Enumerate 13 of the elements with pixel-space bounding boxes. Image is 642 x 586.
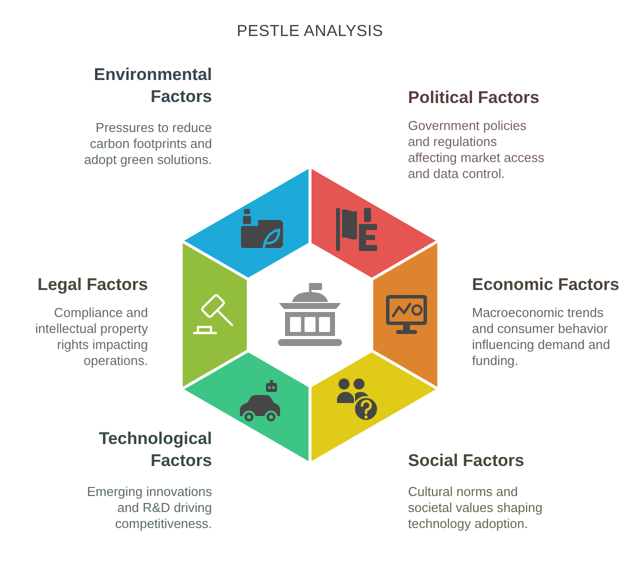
title: PESTLE ANALYSIS [236, 22, 384, 42]
factor-heading: Economic Factors [472, 274, 620, 296]
factor-description: Macroeconomic trends and consumer behavior influencing demand and funding. [472, 305, 612, 369]
factor-description: Cultural norms and societal values shaping technology adoption. [408, 484, 544, 532]
factor-description: Pressures to reduce carbon footprints and adopt green solutions. [83, 120, 212, 168]
factor-heading: Environmental Factors [92, 64, 212, 108]
factor-heading: Technological Factors [98, 428, 212, 472]
factor-heading: Social Factors [408, 450, 526, 472]
factor-heading: Political Factors [408, 87, 540, 109]
factor-description: Government policies and regulations affecting market access and data control. [408, 118, 546, 182]
factor-description: Compliance and intellectual property rights impacting operations. [34, 305, 148, 369]
factor-heading: Legal Factors [36, 274, 148, 296]
factor-description: Emerging innovations and R&D driving competitiveness. [86, 484, 212, 532]
